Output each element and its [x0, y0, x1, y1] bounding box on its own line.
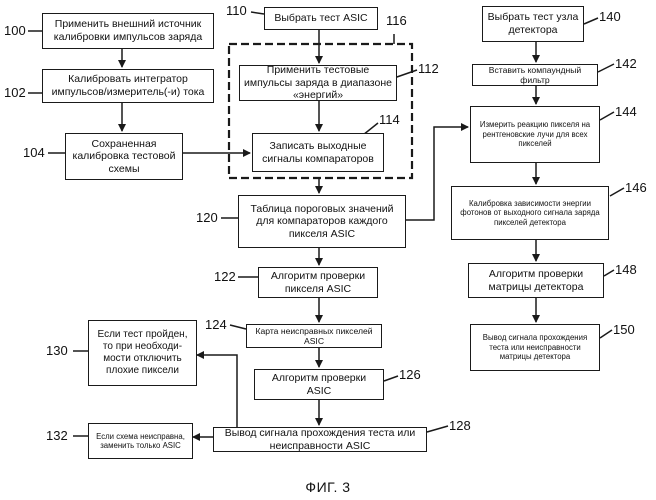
step-120-box: Таблица пороговых значений для компарато…: [238, 195, 406, 248]
ref-116: 116: [386, 14, 407, 27]
step-150-box: Вывод сигнала прохождения теста или неис…: [470, 324, 600, 371]
ref-148: 148: [615, 263, 637, 276]
step-128-box: Вывод сигнала прохождения теста или неис…: [213, 427, 427, 452]
ref-112: 112: [418, 62, 439, 75]
step-140-box: Выбрать тест узла детектора: [482, 6, 584, 42]
ref-146: 146: [625, 181, 647, 194]
leader-146: [610, 188, 624, 196]
ref-102: 102: [4, 86, 26, 99]
ref-144: 144: [615, 105, 637, 118]
step-110-box: Выбрать тест ASIC: [264, 7, 378, 30]
leader-140: [584, 18, 598, 24]
step-102-box: Калибровать интегратор импульсов/измерит…: [42, 69, 214, 103]
step-144-box: Измерить реакцию пикселя на рентгеновски…: [470, 106, 600, 163]
leader-110: [251, 12, 264, 14]
ref-114: 114: [379, 113, 400, 126]
step-132-box: Если схема неисправна, заменить только A…: [88, 423, 193, 459]
leader-148: [604, 270, 614, 276]
ref-132: 132: [46, 429, 68, 442]
ref-126: 126: [399, 368, 421, 381]
ref-150: 150: [613, 323, 635, 336]
step-130-box: Если тест пройден, то при необходи-мости…: [88, 320, 197, 386]
step-112-box: Применить тестовые импульсы заряда в диа…: [239, 65, 397, 101]
leader-126: [384, 376, 398, 381]
leader-144: [600, 112, 614, 120]
ref-100: 100: [4, 24, 26, 37]
step-142-box: Вставить компаундный фильтр: [472, 64, 598, 86]
ref-122: 122: [214, 270, 236, 283]
step-124-box: Карта неисправных пикселей ASIC: [246, 324, 382, 348]
ref-104: 104: [23, 146, 45, 159]
ref-128: 128: [449, 419, 471, 432]
ref-110: 110: [226, 4, 247, 17]
step-114-box: Записать выходные сигналы компараторов: [252, 133, 384, 172]
step-100-box: Применить внешний источник калибровки им…: [42, 13, 214, 49]
ref-142: 142: [615, 57, 637, 70]
ref-130: 130: [46, 344, 68, 357]
step-148-box: Алгоритм проверки матрицы детектора: [468, 263, 604, 298]
arrow-128-130: [197, 355, 237, 428]
leader-128: [427, 426, 448, 432]
ref-140: 140: [599, 10, 621, 23]
step-126-box: Алгоритм проверки ASIC: [254, 369, 384, 400]
step-104-box: Сохраненная калибровка тестовой схемы: [65, 133, 183, 180]
leader-142: [598, 64, 614, 72]
ref-120: 120: [196, 211, 218, 224]
leader-150: [600, 330, 612, 338]
figure-caption: ФИГ. 3: [0, 479, 656, 495]
leader-112: [394, 70, 417, 78]
ref-124: 124: [205, 318, 227, 331]
leader-124: [230, 325, 246, 329]
step-122-box: Алгоритм проверки пикселя ASIC: [258, 267, 378, 298]
step-146-box: Калибровка зависимости энергии фотонов о…: [451, 186, 609, 240]
